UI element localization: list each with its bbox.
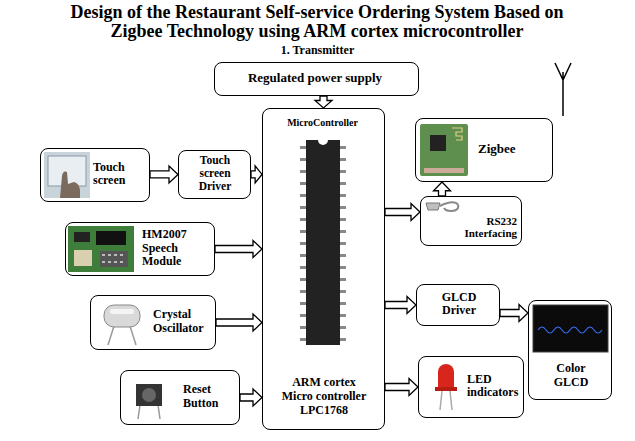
- color-glcd-photo: [533, 305, 608, 352]
- speech-module-photo: [68, 226, 134, 272]
- component-label: ARM cortex Micro controller LPC1768: [279, 376, 369, 417]
- component-label: GLCD Driver: [429, 291, 489, 319]
- block-arrow: [500, 305, 528, 322]
- block-arrow: [251, 166, 262, 183]
- component-box: HM2007 Speech Module: [65, 222, 215, 276]
- antenna-symbol: [555, 63, 571, 116]
- crystal-photo: [130, 326, 136, 345]
- color-glcd-photo: [533, 305, 608, 352]
- component-label: LED indicators: [467, 373, 519, 401]
- component-label: Zigbee: [478, 142, 548, 157]
- led-photo: [438, 364, 454, 388]
- zigbee-module-photo: [420, 124, 468, 176]
- serial-cable-photo: [426, 202, 458, 211]
- component-box: Touch screen Driver: [178, 150, 251, 199]
- block-arrow: [150, 166, 178, 183]
- component-label: HM2007 Speech Module: [142, 228, 208, 269]
- component-box: GLCD Driver: [416, 284, 500, 326]
- speech-module-photo: [96, 231, 126, 245]
- block-arrow: [385, 204, 420, 221]
- component-label: Touch screen: [93, 161, 145, 189]
- antenna-symbol: [555, 63, 571, 116]
- block-arrow: [215, 241, 262, 258]
- zigbee-module-photo: [420, 124, 468, 176]
- speech-module-photo: [74, 232, 90, 242]
- reset-button-photo: [136, 384, 162, 419]
- component-box: LED indicators: [418, 356, 524, 418]
- component-box: Touch screen: [40, 148, 150, 202]
- touch-screen-photo: [44, 152, 90, 198]
- component-label: Crystal Oscillator: [153, 308, 211, 336]
- block-arrow: [385, 297, 416, 314]
- component-box: Regulated power supply: [214, 62, 419, 96]
- component-label: Color GLCD: [541, 362, 601, 390]
- led-photo: [440, 391, 442, 410]
- speech-module-photo: [74, 250, 92, 266]
- touch-screen-photo: [44, 152, 90, 198]
- touch-screen-photo: [60, 172, 80, 199]
- zigbee-module-photo: [452, 128, 462, 140]
- reset-button-photo: [158, 405, 160, 419]
- crystal-photo: [104, 305, 140, 345]
- reset-button-photo: [142, 388, 156, 402]
- speech-module-photo: [100, 251, 128, 267]
- component-box: Crystal Oscillator: [90, 295, 216, 350]
- component-box: RS232 Interfacing: [420, 196, 522, 246]
- microcontroller-chip: [306, 140, 340, 345]
- reset-button-photo: [136, 384, 162, 406]
- zigbee-module-photo: [424, 168, 464, 173]
- microcontroller-chip: [318, 135, 328, 145]
- component-label: Reset Button: [183, 383, 235, 411]
- microcontroller-chip: [340, 146, 346, 342]
- color-glcd-photo: [538, 327, 602, 333]
- component-box: Zigbee: [415, 118, 553, 182]
- component-box: Reset Button: [120, 370, 240, 425]
- serial-cable-photo: [426, 203, 440, 210]
- microcontroller-chip: [300, 146, 306, 342]
- component-box: Color GLCD: [528, 300, 612, 400]
- zigbee-module-photo: [430, 135, 446, 151]
- speech-module-photo: [102, 254, 126, 256]
- block-arrow: [434, 182, 451, 196]
- crystal-photo: [104, 305, 140, 327]
- led-photo: [435, 364, 457, 410]
- block-arrow: [315, 96, 332, 108]
- component-box: MicroControllerARM cortex Micro controll…: [262, 108, 385, 430]
- block-arrow: [216, 314, 262, 331]
- reset-button-photo: [138, 405, 140, 419]
- crystal-photo: [110, 309, 134, 314]
- component-label: MicroController: [265, 117, 380, 129]
- speech-module-photo: [68, 226, 134, 272]
- component-label: RS232 Interfacing: [447, 215, 517, 240]
- component-label: Regulated power supply: [217, 71, 413, 86]
- crystal-photo: [108, 326, 114, 345]
- block-arrow: [385, 379, 418, 396]
- block-arrow: [240, 389, 262, 406]
- speech-module-photo: [102, 261, 126, 263]
- diagram-title: Design of the Restaurant Self-service Or…: [57, 3, 577, 41]
- led-photo: [450, 391, 452, 410]
- microcontroller-chip: [303, 135, 343, 345]
- section-label: 1. Transmitter: [0, 43, 635, 58]
- serial-cable-photo: [440, 202, 458, 211]
- component-label: Touch screen Driver: [184, 154, 246, 194]
- led-photo: [435, 387, 457, 391]
